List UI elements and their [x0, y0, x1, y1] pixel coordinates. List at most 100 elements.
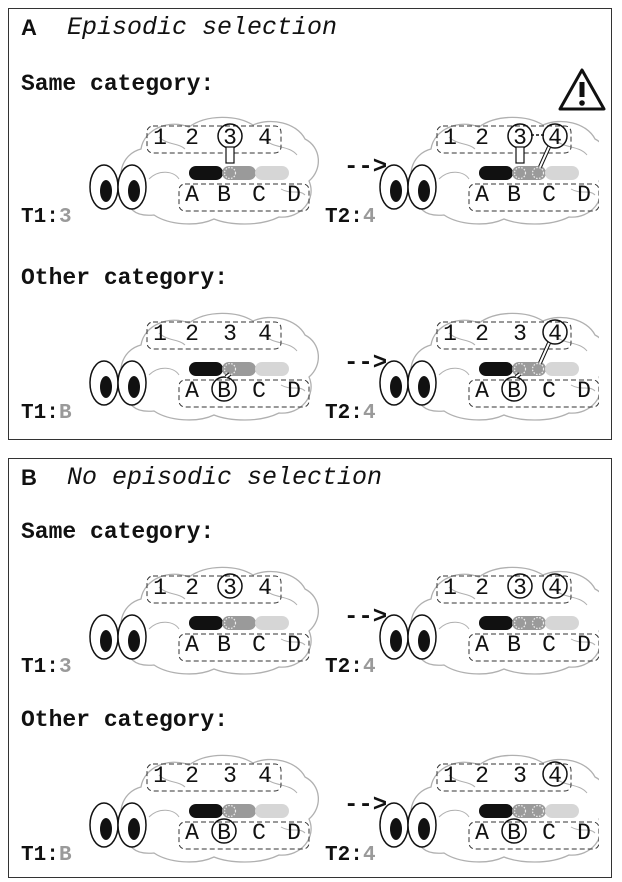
letter-C: C: [542, 632, 556, 658]
number-1: 1: [153, 763, 167, 789]
letter-A: A: [475, 820, 489, 846]
pupil: [128, 630, 140, 652]
number-box: [146, 763, 282, 792]
brain-outline: [120, 116, 319, 225]
number-4: 4: [258, 321, 272, 347]
arrow: -->: [344, 604, 387, 631]
activation-bar: [545, 362, 579, 376]
letter-box: [468, 821, 599, 850]
activation-bar: [545, 166, 579, 180]
activation-bar: [545, 616, 579, 630]
trial-value: B: [59, 402, 72, 425]
number-1: 1: [443, 575, 457, 601]
panel-a-row2-label: Other category:: [21, 265, 229, 291]
number-1: 1: [153, 575, 167, 601]
activation-bar: [189, 804, 223, 818]
arrow: -->: [344, 350, 387, 377]
pupil: [128, 376, 140, 398]
letter-B: B: [217, 820, 231, 846]
letter-C: C: [252, 378, 266, 404]
letter-C: C: [252, 820, 266, 846]
letter-D: D: [287, 632, 301, 658]
number-2: 2: [475, 125, 489, 151]
brain-outline: [120, 754, 319, 863]
letter-circle: [211, 376, 237, 402]
pupil: [418, 818, 430, 840]
letter-D: D: [287, 378, 301, 404]
dotted-marker: [513, 616, 527, 630]
pupil: [418, 630, 430, 652]
letter-D: D: [577, 378, 591, 404]
trial-value: 4: [363, 206, 376, 227]
pupil: [390, 376, 402, 398]
number-2: 2: [185, 575, 199, 601]
letter-box: [178, 633, 310, 662]
dotted-marker: [513, 166, 527, 180]
dotted-marker: [531, 804, 545, 818]
letter-box: [178, 821, 310, 850]
pupil: [390, 180, 402, 202]
trial-value: 3: [59, 656, 72, 679]
brain-outline: [120, 312, 319, 421]
trial-label: T1:: [21, 844, 59, 867]
letter-B: B: [507, 632, 521, 658]
dotted-marker: [223, 616, 237, 630]
number-3: 3: [223, 763, 237, 789]
trial-value: 4: [363, 844, 376, 865]
number-3: 3: [223, 575, 237, 601]
letter-D: D: [287, 182, 301, 208]
activation-bar: [545, 804, 579, 818]
panel-b-row2-label: Other category:: [21, 707, 229, 733]
panel-a-title: Episodic selection: [67, 13, 338, 42]
letter-A: A: [475, 632, 489, 658]
letter-box: [468, 379, 599, 408]
letter-A: A: [475, 182, 489, 208]
letter-B: B: [507, 820, 521, 846]
number-box: [436, 575, 572, 604]
brain-outline: [410, 566, 599, 675]
trial-label: T2:: [325, 844, 363, 865]
trial-value: 3: [59, 206, 72, 229]
number-box: [146, 575, 282, 604]
brain-outline: [120, 566, 319, 675]
activation-bar: [189, 616, 223, 630]
dotted-marker: [223, 166, 237, 180]
letter-D: D: [287, 820, 301, 846]
letter-C: C: [252, 182, 266, 208]
number-3: 3: [513, 321, 527, 347]
letter-C: C: [542, 378, 556, 404]
trial-value: 4: [363, 656, 376, 677]
brain-outline: [410, 312, 599, 421]
dotted-marker: [513, 362, 527, 376]
number-2: 2: [475, 575, 489, 601]
number-3: 3: [223, 125, 237, 151]
pupil: [418, 376, 430, 398]
activation-bar: [479, 616, 513, 630]
arrow: -->: [344, 792, 387, 819]
warning-triangle-icon: [558, 68, 606, 111]
letter-A: A: [185, 820, 199, 846]
letter-B: B: [217, 378, 231, 404]
pupil: [100, 376, 112, 398]
pupil: [100, 180, 112, 202]
panel-b-title: No episodic selection: [67, 463, 383, 492]
number-2: 2: [185, 763, 199, 789]
letter-D: D: [577, 820, 591, 846]
panel-b: B No episodic selection Same category: O…: [8, 458, 612, 878]
number-box: [146, 125, 282, 154]
number-1: 1: [443, 763, 457, 789]
panel-b-row1-label: Same category:: [21, 519, 215, 545]
pupil: [128, 818, 140, 840]
number-3: 3: [513, 125, 527, 151]
number-circle: [507, 573, 533, 599]
activation-bar: [479, 166, 513, 180]
letter-A: A: [475, 378, 489, 404]
letter-C: C: [542, 182, 556, 208]
